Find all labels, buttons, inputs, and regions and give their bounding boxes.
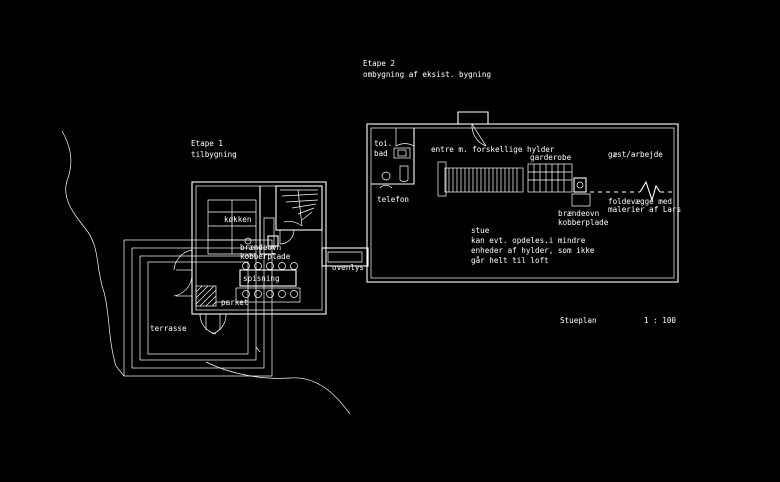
garderobe-rails xyxy=(528,171,572,181)
entrance-door-swing xyxy=(471,123,487,147)
etape1-inner-wall xyxy=(195,185,323,311)
stove-right-plate xyxy=(571,193,591,207)
label-entre: entre m. forskellige hylder xyxy=(431,145,555,154)
terrace-door-arc-upper xyxy=(173,249,193,271)
garderobe-cabinet xyxy=(527,163,573,193)
dining-table xyxy=(239,269,297,287)
label-braendeovn-right: brændeovn xyxy=(558,209,599,218)
staircase-box xyxy=(275,185,323,231)
garderobe-hangers xyxy=(533,164,565,192)
label-stue-line4: går helt til loft xyxy=(471,256,549,265)
label-toi: toi. xyxy=(374,139,392,148)
stove-left-icon xyxy=(267,235,279,247)
bath-walls xyxy=(371,128,415,185)
etape1-subtitle: tilbygning xyxy=(191,150,237,159)
table-second-row xyxy=(235,287,301,303)
label-gaest: gæst/arbejde xyxy=(608,150,663,159)
garden-door-arc-left xyxy=(199,313,217,335)
etape2-building xyxy=(321,111,679,283)
bath-door-arc-icon xyxy=(379,184,393,189)
shelving-end-post xyxy=(437,161,447,197)
label-bad: bad xyxy=(374,149,388,158)
etape1-title: Etape 1 xyxy=(191,139,223,148)
label-koekken: køkken xyxy=(224,215,251,224)
contour-line-west xyxy=(61,130,125,377)
label-kobberplade-right: kobberplade xyxy=(558,218,609,227)
bath-door-swing xyxy=(395,128,415,147)
etape2-subtitle: ombygning af eksist. bygning xyxy=(363,70,491,79)
cupboard-block xyxy=(263,217,275,249)
etape2-inner-wall xyxy=(370,127,675,279)
label-stue-line2: kan evt. opdeles.i mindre xyxy=(471,236,586,245)
terrace-outer-ring xyxy=(123,239,273,377)
label-parket: parket xyxy=(221,298,248,307)
stair-curve xyxy=(283,221,303,227)
terrace-paving xyxy=(147,261,249,355)
etape1-outer-wall xyxy=(191,181,327,315)
entrance-door-leaf xyxy=(471,123,487,147)
kitchen-partition xyxy=(259,186,276,255)
label-kobberplade-left: kobberplade xyxy=(240,252,291,261)
contour-line-south xyxy=(205,361,351,415)
toilet-icon xyxy=(399,165,409,182)
staircase-treads xyxy=(280,189,319,227)
parket-hatch xyxy=(195,285,217,307)
sink-icon xyxy=(393,147,411,159)
label-terrasse: terrasse xyxy=(150,324,187,333)
kitchen-grid xyxy=(208,200,256,254)
garden-door-leaves xyxy=(205,314,221,330)
folding-wall-zigzag xyxy=(639,180,661,202)
stair-door-swing xyxy=(279,229,295,245)
stove-right-icon xyxy=(573,177,587,193)
label-malerier: malerier af Lars xyxy=(608,205,681,214)
label-scale: 1 : 100 xyxy=(644,316,676,325)
kitchen-area xyxy=(207,199,257,255)
link-corridor-inner xyxy=(327,251,363,263)
label-foldevaegge: foldevægge med xyxy=(608,197,672,206)
plan-labels: Etape 2 ombygning af eksist. bygning Eta… xyxy=(150,59,681,333)
label-stue: stue xyxy=(471,226,490,235)
etape2-outer-wall xyxy=(366,123,679,283)
stove-left-marker-icon xyxy=(244,237,252,245)
terrain-contours xyxy=(61,130,351,415)
shelving-unit xyxy=(444,167,524,193)
garden-door-arc-right xyxy=(211,313,227,335)
label-ovenlys: ovenlys xyxy=(332,263,364,272)
sink-basin-icon xyxy=(397,149,407,157)
label-spisning: spisning xyxy=(243,274,280,283)
terrace-middle-ring xyxy=(131,247,265,369)
label-braendeovn-left: brændeovn xyxy=(240,243,281,252)
label-garderobe: garderobe xyxy=(530,153,572,162)
label-stue-line3: enheder af hylder, som ikke xyxy=(471,246,595,255)
etape1-building xyxy=(123,181,327,377)
label-telefon: telefon xyxy=(377,195,409,204)
entrance-porch xyxy=(457,111,489,124)
terrace-door-arc-lower xyxy=(173,275,193,297)
label-stueplan: Stueplan xyxy=(560,316,597,325)
contour-line-stub xyxy=(255,346,261,353)
dining-chairs xyxy=(242,262,298,298)
etape2-title: Etape 2 xyxy=(363,59,395,68)
terrace-inner-ring xyxy=(139,255,257,361)
shower-drain-icon xyxy=(381,171,391,181)
stove-right-burner-icon xyxy=(576,181,584,189)
shelving-hatch xyxy=(448,168,518,192)
